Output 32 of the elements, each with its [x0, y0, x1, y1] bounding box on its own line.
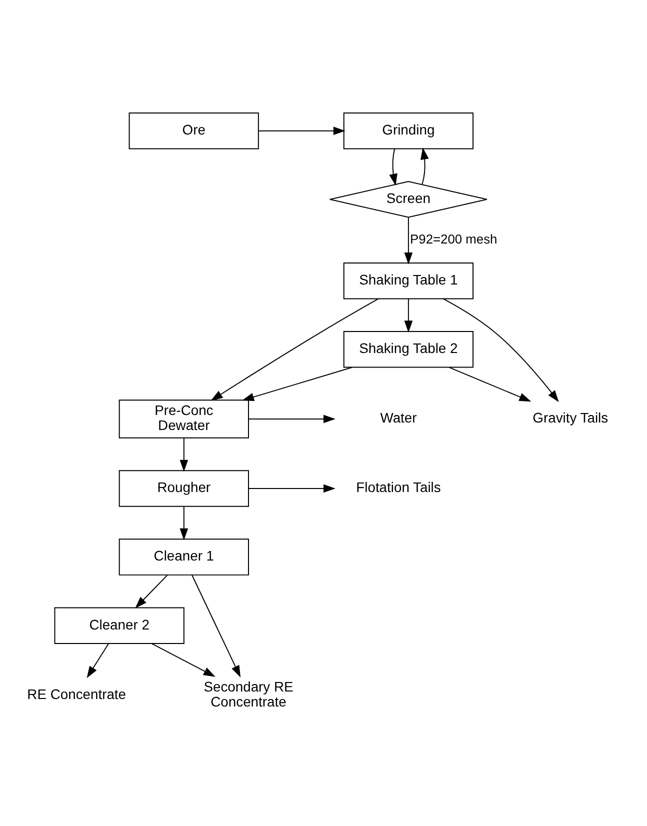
node-box: Pre-Conc Dewater: [118, 399, 249, 438]
node-box: Rougher: [118, 470, 249, 506]
arrow: [389, 148, 398, 186]
arrow: [258, 126, 346, 135]
node-box: Cleaner 1: [118, 538, 249, 575]
arrow: [180, 506, 188, 540]
arrow: [248, 414, 336, 423]
node-box: Shaking Table 2: [343, 330, 474, 368]
node-text: RE Concentrate: [27, 685, 126, 702]
node-text: Water: [380, 409, 417, 426]
node-box: Cleaner 2: [54, 606, 184, 644]
arrow: [404, 298, 413, 332]
arrow: [404, 216, 413, 264]
arrow: [248, 484, 336, 492]
node-text: Flotation Tails: [356, 478, 441, 495]
arrow: [86, 642, 110, 678]
arrow: [420, 147, 429, 184]
arrow: [242, 366, 353, 401]
node-box: Shaking Table 1: [343, 262, 474, 299]
arrow: [448, 366, 532, 402]
node-box: Ore: [128, 112, 259, 149]
arrow: [180, 437, 188, 472]
node-text: Gravity Tails: [532, 409, 608, 426]
arrow: [151, 642, 216, 676]
arrow: [135, 574, 168, 608]
arrow: [210, 298, 379, 400]
edge-label: P92=200 mesh: [410, 231, 498, 246]
node-text: Secondary RE Concentrate: [204, 678, 294, 709]
node-box: Grinding: [343, 112, 474, 149]
arrow: [191, 574, 241, 677]
arrow: [442, 298, 559, 402]
node-diamond: Screen: [329, 180, 488, 218]
